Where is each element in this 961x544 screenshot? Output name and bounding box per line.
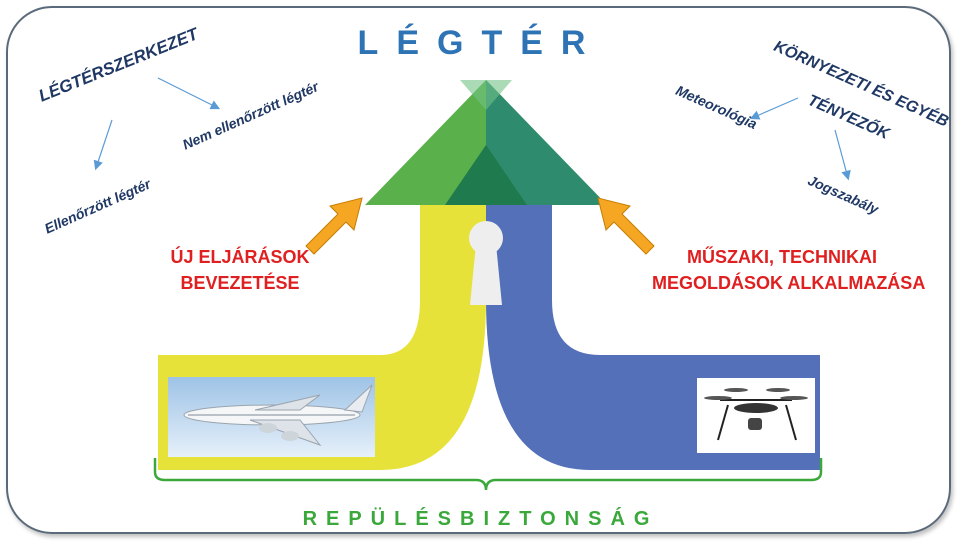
new-procedures-label: ÚJ ELJÁRÁSOK BEVEZETÉSE <box>170 244 310 296</box>
technical-solutions-line1: MŰSZAKI, TECHNIKAI <box>687 247 877 267</box>
left-orange-arrow <box>305 197 363 255</box>
technical-solutions-line2: MEGOLDÁSOK ALKALMAZÁSA <box>652 273 926 293</box>
rounded-frame <box>6 6 951 534</box>
footer-flight-safety: REPÜLÉSBIZTONSÁG <box>302 508 659 530</box>
new-procedures-line1: ÚJ ELJÁRÁSOK <box>170 247 310 267</box>
title-airspace: LÉGTÉR <box>357 24 604 62</box>
drone-photo <box>697 378 815 453</box>
bottom-brace <box>153 458 823 491</box>
triangle-airspace <box>365 80 607 205</box>
keyhole-icon <box>469 221 503 305</box>
airliner-photo <box>168 377 375 457</box>
right-orange-arrow <box>597 197 655 255</box>
technical-solutions-label: MŰSZAKI, TECHNIKAI MEGOLDÁSOK ALKALMAZÁS… <box>652 244 926 296</box>
new-procedures-line2: BEVEZETÉSE <box>180 273 300 293</box>
